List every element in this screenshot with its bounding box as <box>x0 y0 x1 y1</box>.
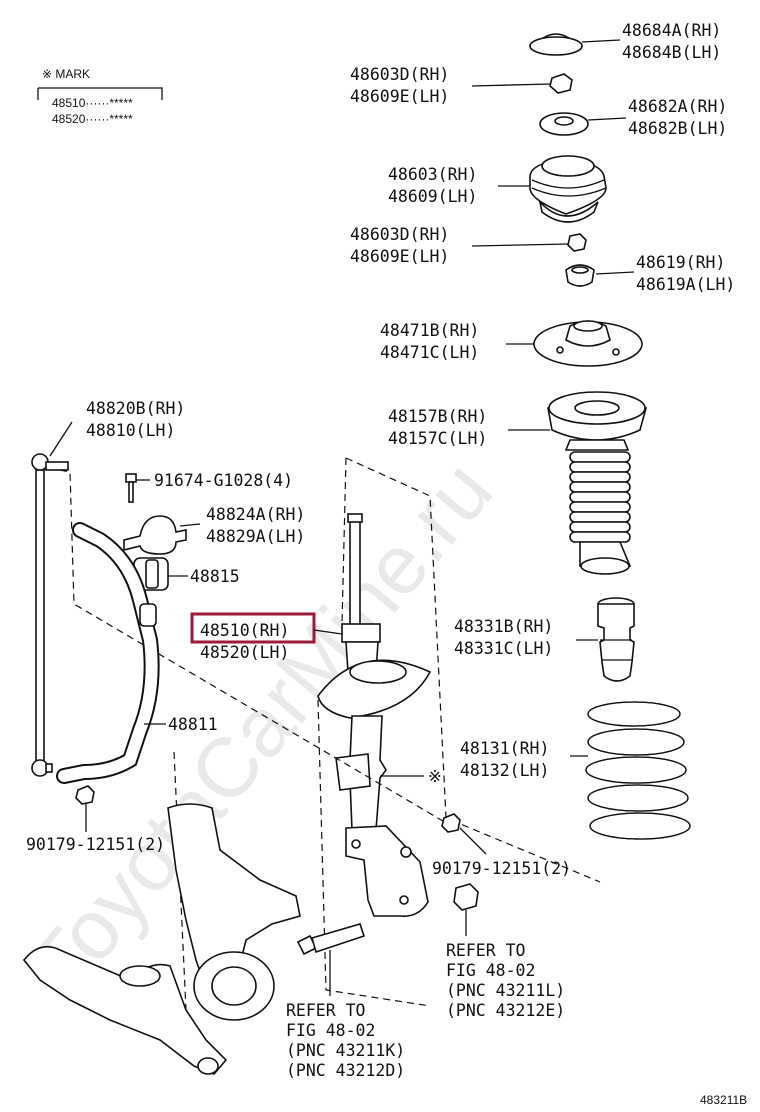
label-48682: 48682A(RH) <box>628 97 727 116</box>
part-bracket-48824[interactable] <box>123 515 187 555</box>
part-bush-48619[interactable] <box>565 264 595 287</box>
refer-left-line[interactable]: FIG 48-02 <box>286 1021 375 1040</box>
part-bolt-strut-lower[interactable] <box>296 923 366 956</box>
mark-symbol: ※ <box>428 767 442 786</box>
bellows-rings <box>569 451 631 543</box>
part-bolt-91674[interactable] <box>125 473 137 503</box>
label-48820: 48810(LH) <box>86 421 175 440</box>
part-coil-spring-48131[interactable] <box>585 701 691 840</box>
part-nut-90179-left[interactable] <box>75 785 95 805</box>
part-stabilizer-bar-48811[interactable] <box>56 522 160 784</box>
refer-left-line: (PNC 43212D) <box>286 1061 405 1080</box>
label-48131: 48131(RH) <box>460 739 549 758</box>
label-48619: 48619A(LH) <box>636 275 735 294</box>
label-48331: 48331B(RH) <box>454 617 553 636</box>
part-stabilizer-link-48820[interactable] <box>31 453 69 777</box>
label-48603d-lower: 48603D(RH) <box>350 225 449 244</box>
label-48684: 48684B(LH) <box>622 43 721 62</box>
label-90179-left: 90179-12151(2) <box>26 835 165 854</box>
part-bumper-48331[interactable] <box>597 597 635 682</box>
part-nut-48603d[interactable] <box>549 73 573 94</box>
label-48331: 48331C(LH) <box>454 639 553 658</box>
part-steering-knuckle <box>22 803 301 1075</box>
mark-legend: ※ MARK 48510······***** 48520······***** <box>37 67 163 126</box>
label-48471: 48471C(LH) <box>380 343 479 362</box>
label-48471: 48471B(RH) <box>380 321 479 340</box>
label-48603: 48609(LH) <box>388 187 477 206</box>
label-48603: 48603(RH) <box>388 165 477 184</box>
part-nut-strut-lower[interactable] <box>453 883 479 911</box>
label-48811: 48811 <box>168 715 218 734</box>
refer-right-line[interactable]: FIG 48-02 <box>446 961 535 980</box>
refer-right-line: (PNC 43211L) <box>446 981 565 1000</box>
part-seat-48471[interactable] <box>533 320 643 367</box>
label-48682: 48682B(LH) <box>628 119 727 138</box>
label-48520: 48520(LH) <box>200 643 289 662</box>
label-48510[interactable]: 48510(RH) <box>200 621 289 640</box>
label-48820: 48820B(RH) <box>86 399 185 418</box>
label-48619: 48619(RH) <box>636 253 725 272</box>
label-48603d-lower: 48609E(LH) <box>350 247 449 266</box>
part-washer-48682[interactable] <box>539 112 589 136</box>
part-boot-48157[interactable] <box>547 391 647 575</box>
part-nut-90179-right[interactable] <box>441 813 461 833</box>
label-48824: 48829A(LH) <box>206 527 305 546</box>
mark-legend-row: 48520······***** <box>52 112 133 126</box>
refer-right-line: (PNC 43212E) <box>446 1001 565 1020</box>
refer-right-line[interactable]: REFER TO <box>446 941 525 960</box>
label-48815: 48815 <box>190 567 240 586</box>
label-48157: 48157B(RH) <box>388 407 487 426</box>
refer-left-line[interactable]: REFER TO <box>286 1001 365 1020</box>
highlight-box <box>190 612 316 644</box>
label-48684: 48684A(RH) <box>622 21 721 40</box>
mark-legend-title: ※ MARK <box>42 67 90 81</box>
part-cap-48684[interactable] <box>529 33 583 56</box>
label-48824: 48824A(RH) <box>206 505 305 524</box>
label-48131: 48132(LH) <box>460 761 549 780</box>
figure-id: 483211B <box>700 1093 747 1107</box>
mark-legend-row: 48510······***** <box>52 96 133 110</box>
part-shock-absorber-48510[interactable] <box>317 513 432 918</box>
label-48603d: 48603D(RH) <box>350 65 449 84</box>
label-91674: 91674-G1028(4) <box>154 471 293 490</box>
refer-left-line: (PNC 43211K) <box>286 1041 405 1060</box>
part-bearing-48603[interactable] <box>529 155 607 223</box>
label-90179-right: 90179-12151(2) <box>432 859 571 878</box>
part-nut-48603d-lower[interactable] <box>567 233 587 252</box>
label-48157: 48157C(LH) <box>388 429 487 448</box>
label-48603d: 48609E(LH) <box>350 87 449 106</box>
